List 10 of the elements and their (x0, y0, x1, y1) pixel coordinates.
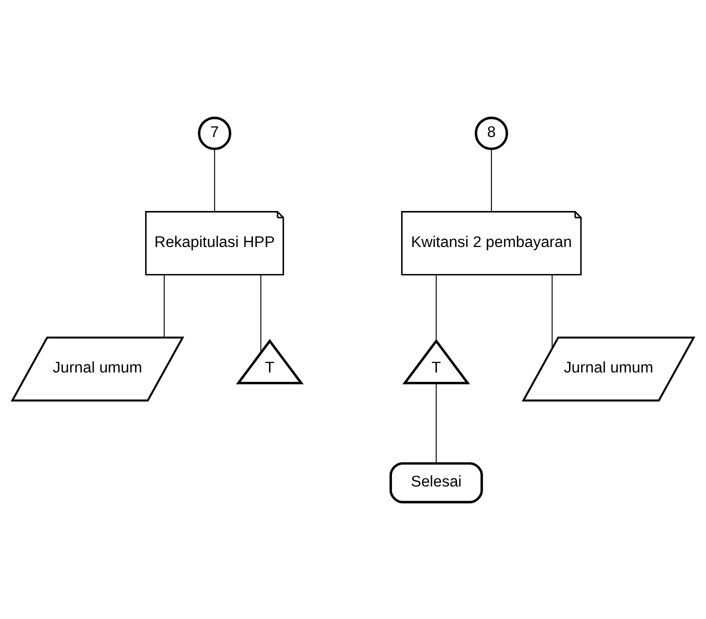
connector (490, 148, 492, 212)
connector (436, 274, 437, 341)
node-circle: 8 (474, 116, 508, 150)
connector (214, 148, 216, 212)
connector (260, 274, 262, 353)
connector (552, 274, 553, 348)
connector (436, 382, 437, 464)
node-box: Selesai (390, 462, 483, 503)
node-circle: 7 (198, 116, 232, 150)
connector (164, 274, 165, 338)
